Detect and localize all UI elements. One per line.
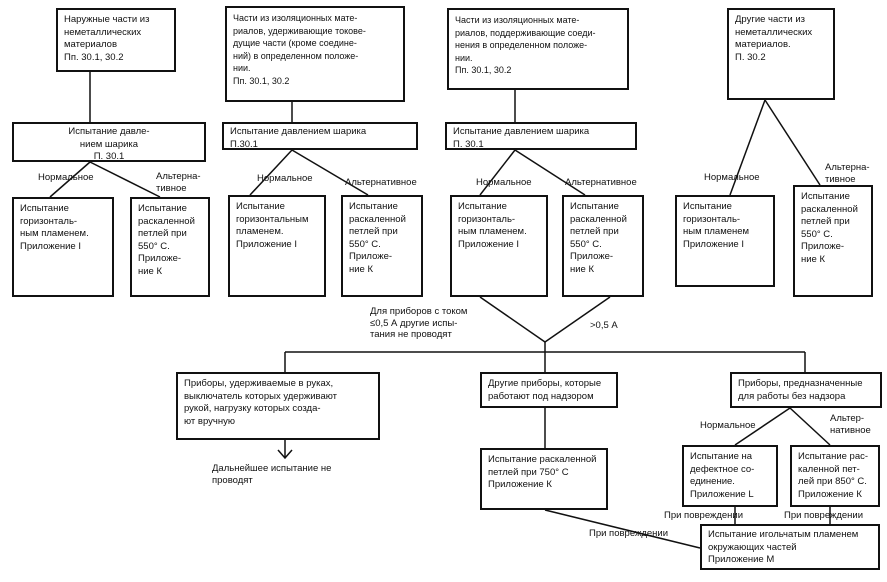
box-text: Испытание раскаленной петлей при 550° С.… — [138, 203, 195, 277]
connector-line — [479, 296, 546, 343]
glow-wire-850-test-box: Испытание рас- каленной пет- лей при 850… — [790, 445, 880, 507]
connector-line — [764, 99, 821, 186]
glow-wire-550-test-box: Испытание раскаленной петлей при 550° С.… — [341, 195, 423, 297]
box-text: Испытание горизонталь- ным пламенем. При… — [458, 201, 527, 250]
defective-connection-test-box: Испытание на дефектное со- единение. При… — [682, 445, 778, 507]
branch-label-normal: Нормальное — [704, 172, 760, 183]
horizontal-flame-test-box: Испытание горизонтальным пламенем. Прило… — [228, 195, 326, 297]
current-note-high: >0,5 А — [590, 320, 618, 331]
unattended-appliances-box: Приборы, предназначенные для работы без … — [730, 372, 882, 408]
glow-wire-550-test-box: Испытание раскаленной петлей при 550° С.… — [562, 195, 644, 297]
needle-flame-test-box: Испытание игольчатым пламенем окружающих… — [700, 524, 880, 570]
connector-line — [729, 99, 766, 196]
on-damage-label: При повреждении — [589, 528, 669, 539]
connector-line — [249, 149, 293, 196]
box-text: Испытание раскаленной петлей при 550° С.… — [801, 191, 858, 265]
box-text: Испытание горизонтальным пламенем. Прило… — [236, 201, 309, 250]
box-text: Испытание давле- нием шарика П. 30.1 — [68, 126, 150, 162]
branch-label-alternative: Альтер- нативное — [830, 413, 871, 436]
current-note-low: Для приборов с током ≤0,5 А другие испы-… — [370, 306, 468, 340]
box-text: Части из изоляционных мате- риалов, удер… — [233, 13, 366, 86]
insulating-current-carrying-box: Части из изоляционных мате- риалов, удер… — [225, 6, 405, 102]
on-damage-label: При повреждении — [664, 510, 744, 521]
box-text: Другие приборы, которые работают под над… — [488, 378, 602, 402]
box-text: Приборы, удерживаемые в руках, выключате… — [184, 378, 338, 427]
connector-line — [544, 509, 701, 549]
ball-pressure-test-box: Испытание давлением шарика П.30.1 — [222, 122, 418, 150]
box-text: Другие части из неметаллических материал… — [735, 14, 813, 63]
connector-line — [734, 407, 791, 446]
insulating-connections-box: Части из изоляционных мате- риалов, подд… — [447, 8, 629, 90]
box-text: Испытание давлением шарика П.30.1 — [230, 126, 367, 150]
connector-line — [89, 161, 161, 198]
branch-label-normal: Нормальное — [257, 173, 313, 184]
connector-line — [544, 296, 611, 343]
branch-label-alternative: Альтерна- тивное — [825, 162, 870, 185]
hand-held-appliances-box: Приборы, удерживаемые в руках, выключате… — [176, 372, 380, 440]
box-text: Наружные части из неметаллических матери… — [64, 14, 150, 63]
connector-line — [291, 149, 369, 196]
box-text: Части из изоляционных мате- риалов, подд… — [455, 15, 596, 75]
connector-line — [49, 161, 91, 198]
outer-nonmetal-parts-box: Наружные части из неметаллических матери… — [56, 8, 176, 72]
glow-wire-750-test-box: Испытание раскаленной петлей при 750° С … — [480, 448, 608, 510]
box-text: Испытание горизонталь- ным пламенем Прил… — [683, 201, 750, 250]
horizontal-flame-test-box: Испытание горизонталь- ным пламенем. При… — [12, 197, 114, 297]
box-text: Испытание раскаленной петлей при 550° С.… — [570, 201, 627, 275]
box-text: Испытание раскаленной петлей при 750° С … — [488, 454, 597, 490]
box-text: Испытание горизонталь- ным пламенем. При… — [20, 203, 89, 252]
branch-label-alternative: Альтерна- тивное — [156, 171, 201, 194]
branch-label-alternative: Альтернативное — [565, 177, 637, 188]
connector-line — [479, 149, 516, 196]
supervised-appliances-box: Другие приборы, которые работают под над… — [480, 372, 618, 408]
horizontal-flame-test-box: Испытание горизонталь- ным пламенем Прил… — [675, 195, 775, 287]
on-damage-label: При повреждении — [784, 510, 864, 521]
box-text: Испытание давлением шарика П. 30.1 — [453, 126, 590, 150]
glow-wire-550-test-box: Испытание раскаленной петлей при 550° С.… — [130, 197, 210, 297]
branch-label-normal: Нормальное — [476, 177, 532, 188]
ball-pressure-test-box: Испытание давлением шарика П. 30.1 — [445, 122, 637, 150]
glow-wire-550-test-box: Испытание раскаленной петлей при 550° С.… — [793, 185, 873, 297]
box-text: Испытание игольчатым пламенем окружающих… — [708, 529, 859, 565]
box-text: Испытание раскаленной петлей при 550° С.… — [349, 201, 406, 275]
branch-label-normal: Нормальное — [38, 172, 94, 183]
other-nonmetal-parts-box: Другие части из неметаллических материал… — [727, 8, 835, 100]
connector-line — [789, 407, 831, 446]
arrow-head-icon — [277, 449, 293, 460]
branch-label-normal: Нормальное — [700, 420, 756, 431]
connector-line — [514, 149, 586, 196]
box-text: Испытание на дефектное со- единение. При… — [690, 451, 755, 500]
horizontal-flame-test-box: Испытание горизонталь- ным пламенем. При… — [450, 195, 548, 297]
ball-pressure-test-box: Испытание давле- нием шарика П. 30.1 — [12, 122, 206, 162]
no-further-test-note: Дальнейшее испытание не проводят — [212, 463, 332, 486]
box-text: Испытание рас- каленной пет- лей при 850… — [798, 451, 869, 500]
box-text: Приборы, предназначенные для работы без … — [738, 378, 863, 402]
branch-label-alternative: Альтернативное — [345, 177, 417, 188]
